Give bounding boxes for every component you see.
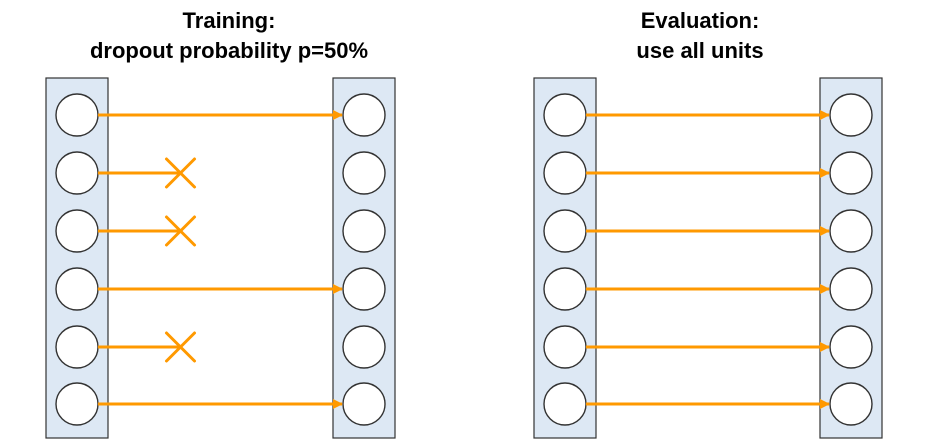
evaluation-output-node	[829, 93, 873, 137]
training-title: Training: dropout probability p=50%	[19, 6, 439, 66]
evaluation-title: Evaluation: use all units	[490, 6, 910, 66]
training-output-node	[342, 267, 386, 311]
evaluation-input-node	[543, 382, 587, 426]
training-input-node	[55, 209, 99, 253]
training-title-line1: Training:	[182, 8, 276, 33]
evaluation-output-node	[829, 325, 873, 369]
training-output-node	[342, 382, 386, 426]
training-input-node	[55, 93, 99, 137]
training-output-node	[342, 93, 386, 137]
evaluation-output-node	[829, 382, 873, 426]
cross-icon	[165, 331, 196, 363]
evaluation-panel	[533, 77, 883, 439]
evaluation-input-node	[543, 151, 587, 195]
cross-icon	[165, 157, 196, 189]
training-input-node	[55, 267, 99, 311]
evaluation-output-node	[829, 209, 873, 253]
training-input-node	[55, 151, 99, 195]
evaluation-title-line2: use all units	[636, 38, 764, 63]
evaluation-output-node	[829, 151, 873, 195]
training-output-node	[342, 209, 386, 253]
evaluation-output-node	[829, 267, 873, 311]
training-output-node	[342, 325, 386, 369]
evaluation-input-node	[543, 267, 587, 311]
evaluation-input-layer	[533, 77, 597, 439]
training-input-node	[55, 382, 99, 426]
cross-icon	[165, 215, 196, 247]
training-output-node	[342, 151, 386, 195]
evaluation-input-node	[543, 325, 587, 369]
training-title-line2: dropout probability p=50%	[89, 38, 369, 63]
training-input-node	[55, 325, 99, 369]
training-input-layer	[45, 77, 109, 439]
evaluation-output-layer	[819, 77, 883, 439]
evaluation-input-node	[543, 209, 587, 253]
evaluation-input-node	[543, 93, 587, 137]
evaluation-title-line1: Evaluation:	[640, 8, 760, 33]
training-panel	[45, 77, 396, 439]
training-output-layer	[332, 77, 396, 439]
